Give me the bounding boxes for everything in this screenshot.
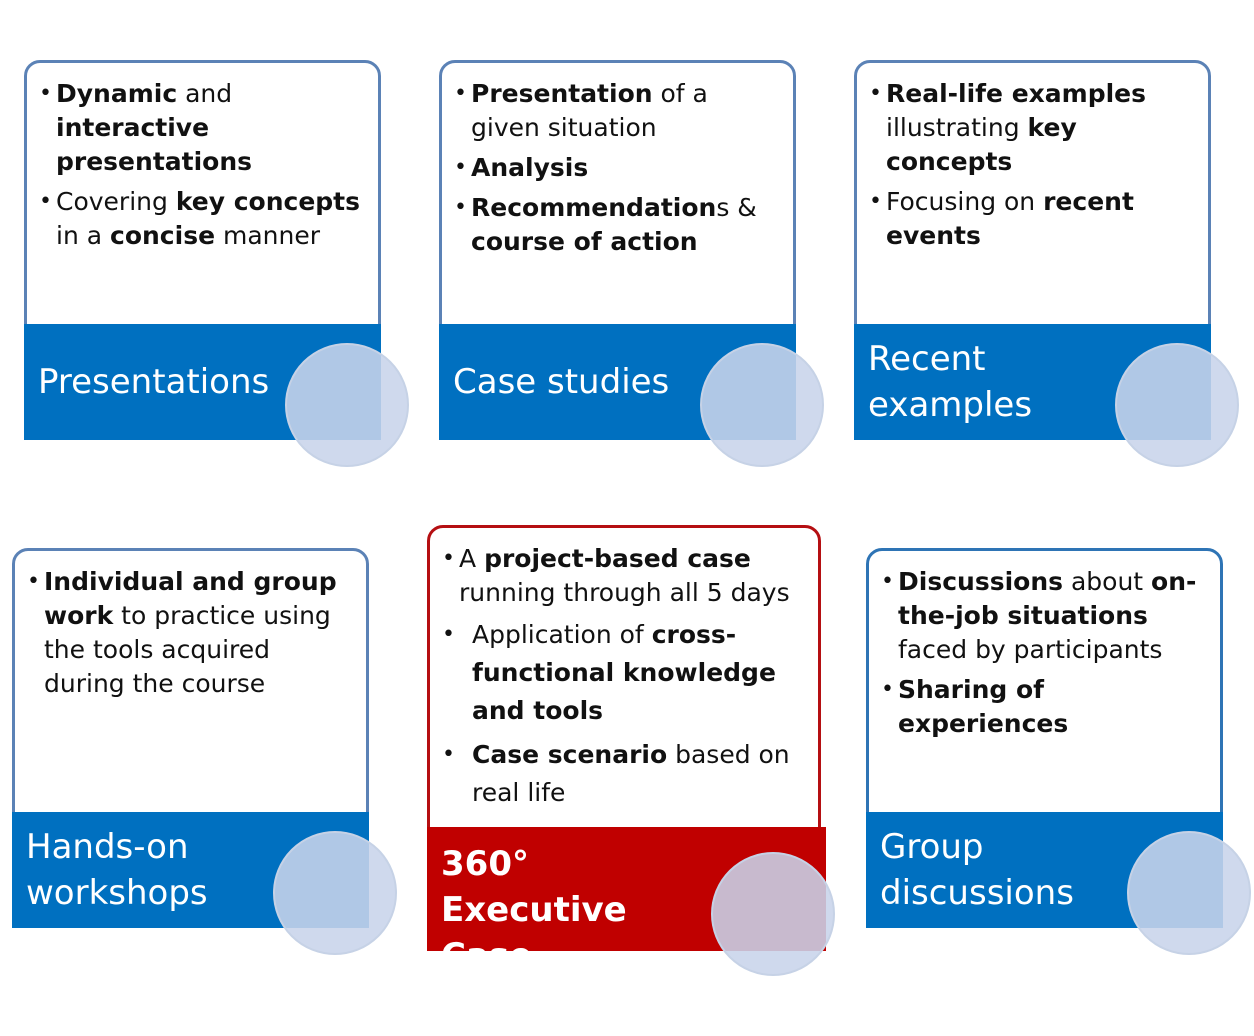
bold-text: key concepts xyxy=(886,113,1077,176)
text-run: to practice using the tools acquired dur… xyxy=(44,601,331,698)
bold-text: Case scenario xyxy=(472,740,668,769)
bold-text: Discussions xyxy=(898,567,1064,596)
bullet-item: Individual and group work to practice us… xyxy=(27,565,356,701)
bold-text: Dynamic xyxy=(56,79,178,108)
card-recent-examples: Real-life examples illustrating key conc… xyxy=(854,60,1211,350)
bold-text: Presentation xyxy=(471,79,653,108)
bold-text: course of action xyxy=(471,227,698,256)
bullet-item: Application of cross-functional knowledg… xyxy=(442,616,808,730)
text-run: running through all 5 days xyxy=(459,578,790,607)
bold-text: recent events xyxy=(886,187,1134,250)
banner-title: Case studies xyxy=(453,362,670,402)
bold-text: concise xyxy=(110,221,216,250)
text-run: about xyxy=(1063,567,1152,596)
banner-title: Group discussions xyxy=(880,827,1074,913)
banner-title: Hands-on workshops xyxy=(26,827,208,913)
bullet-item: Recommendations & course of action xyxy=(454,191,783,259)
text-run: manner xyxy=(215,221,321,250)
text-run: and xyxy=(177,79,233,108)
bullet-list: Discussions about on-the-job situations … xyxy=(869,551,1220,741)
bullet-item: Presentation of a given situation xyxy=(454,77,783,145)
bold-text: project-based case xyxy=(484,544,751,573)
card-case-studies: Presentation of a given situationAnalysi… xyxy=(439,60,796,350)
bullet-list: A project-based case running through all… xyxy=(430,528,818,812)
bullet-item: Focusing on recent events xyxy=(869,185,1198,253)
bold-text: Real-life examples xyxy=(886,79,1146,108)
bullet-item: Sharing of experiences xyxy=(881,673,1210,741)
bullet-list: Dynamic and interactive presentationsCov… xyxy=(27,63,378,253)
bullet-item: Real-life examples illustrating key conc… xyxy=(869,77,1198,179)
bullet-item: Case scenario based on real life xyxy=(442,736,808,812)
text-run: A xyxy=(459,544,485,573)
bullet-list: Individual and group work to practice us… xyxy=(15,551,366,701)
circle-decoration xyxy=(700,343,824,467)
card-360-executive-case: A project-based case running through all… xyxy=(427,525,821,850)
bold-text: Individual and group work xyxy=(44,567,337,630)
text-run: Focusing on xyxy=(886,187,1044,216)
bullet-list: Presentation of a given situationAnalysi… xyxy=(442,63,793,259)
bullet-item: Analysis xyxy=(454,151,783,185)
circle-decoration xyxy=(285,343,409,467)
circle-decoration xyxy=(1115,343,1239,467)
text-run: Covering xyxy=(56,187,176,216)
card-hands-on-workshops: Individual and group work to practice us… xyxy=(12,548,369,838)
banner-title: Presentations xyxy=(38,362,270,402)
bullet-item: A project-based case running through all… xyxy=(442,542,808,610)
text-run: illustrating xyxy=(886,113,1028,142)
bold-text: cross-functional knowledge and tools xyxy=(472,620,776,725)
text-run: of a given situation xyxy=(471,79,708,142)
circle-decoration xyxy=(273,831,397,955)
text-run: based on real life xyxy=(472,740,790,807)
text-run: in a xyxy=(56,221,111,250)
bold-text: on-the-job situations xyxy=(898,567,1197,630)
bold-text: key concepts xyxy=(175,187,361,216)
bold-text: interactive presentations xyxy=(56,113,253,176)
card-presentations: Dynamic and interactive presentationsCov… xyxy=(24,60,381,350)
bold-text: Sharing of experiences xyxy=(898,675,1069,738)
bullet-item: Dynamic and interactive presentations xyxy=(39,77,368,179)
circle-decoration xyxy=(1127,831,1251,955)
bullet-item: Covering key concepts in a concise manne… xyxy=(39,185,368,253)
banner-title: Recent examples xyxy=(868,339,1033,425)
banner-title: 360° Executive Case xyxy=(441,844,627,976)
card-group-discussions: Discussions about on-the-job situations … xyxy=(866,548,1223,838)
text-run: faced by participants xyxy=(898,635,1163,664)
bold-text: Recommendation xyxy=(471,193,717,222)
bold-text: Analysis xyxy=(471,153,589,182)
circle-decoration xyxy=(711,852,835,976)
bullet-list: Real-life examples illustrating key conc… xyxy=(857,63,1208,253)
text-run: s & xyxy=(716,193,757,222)
bullet-item: Discussions about on-the-job situations … xyxy=(881,565,1210,667)
text-run: Application of xyxy=(472,620,652,649)
